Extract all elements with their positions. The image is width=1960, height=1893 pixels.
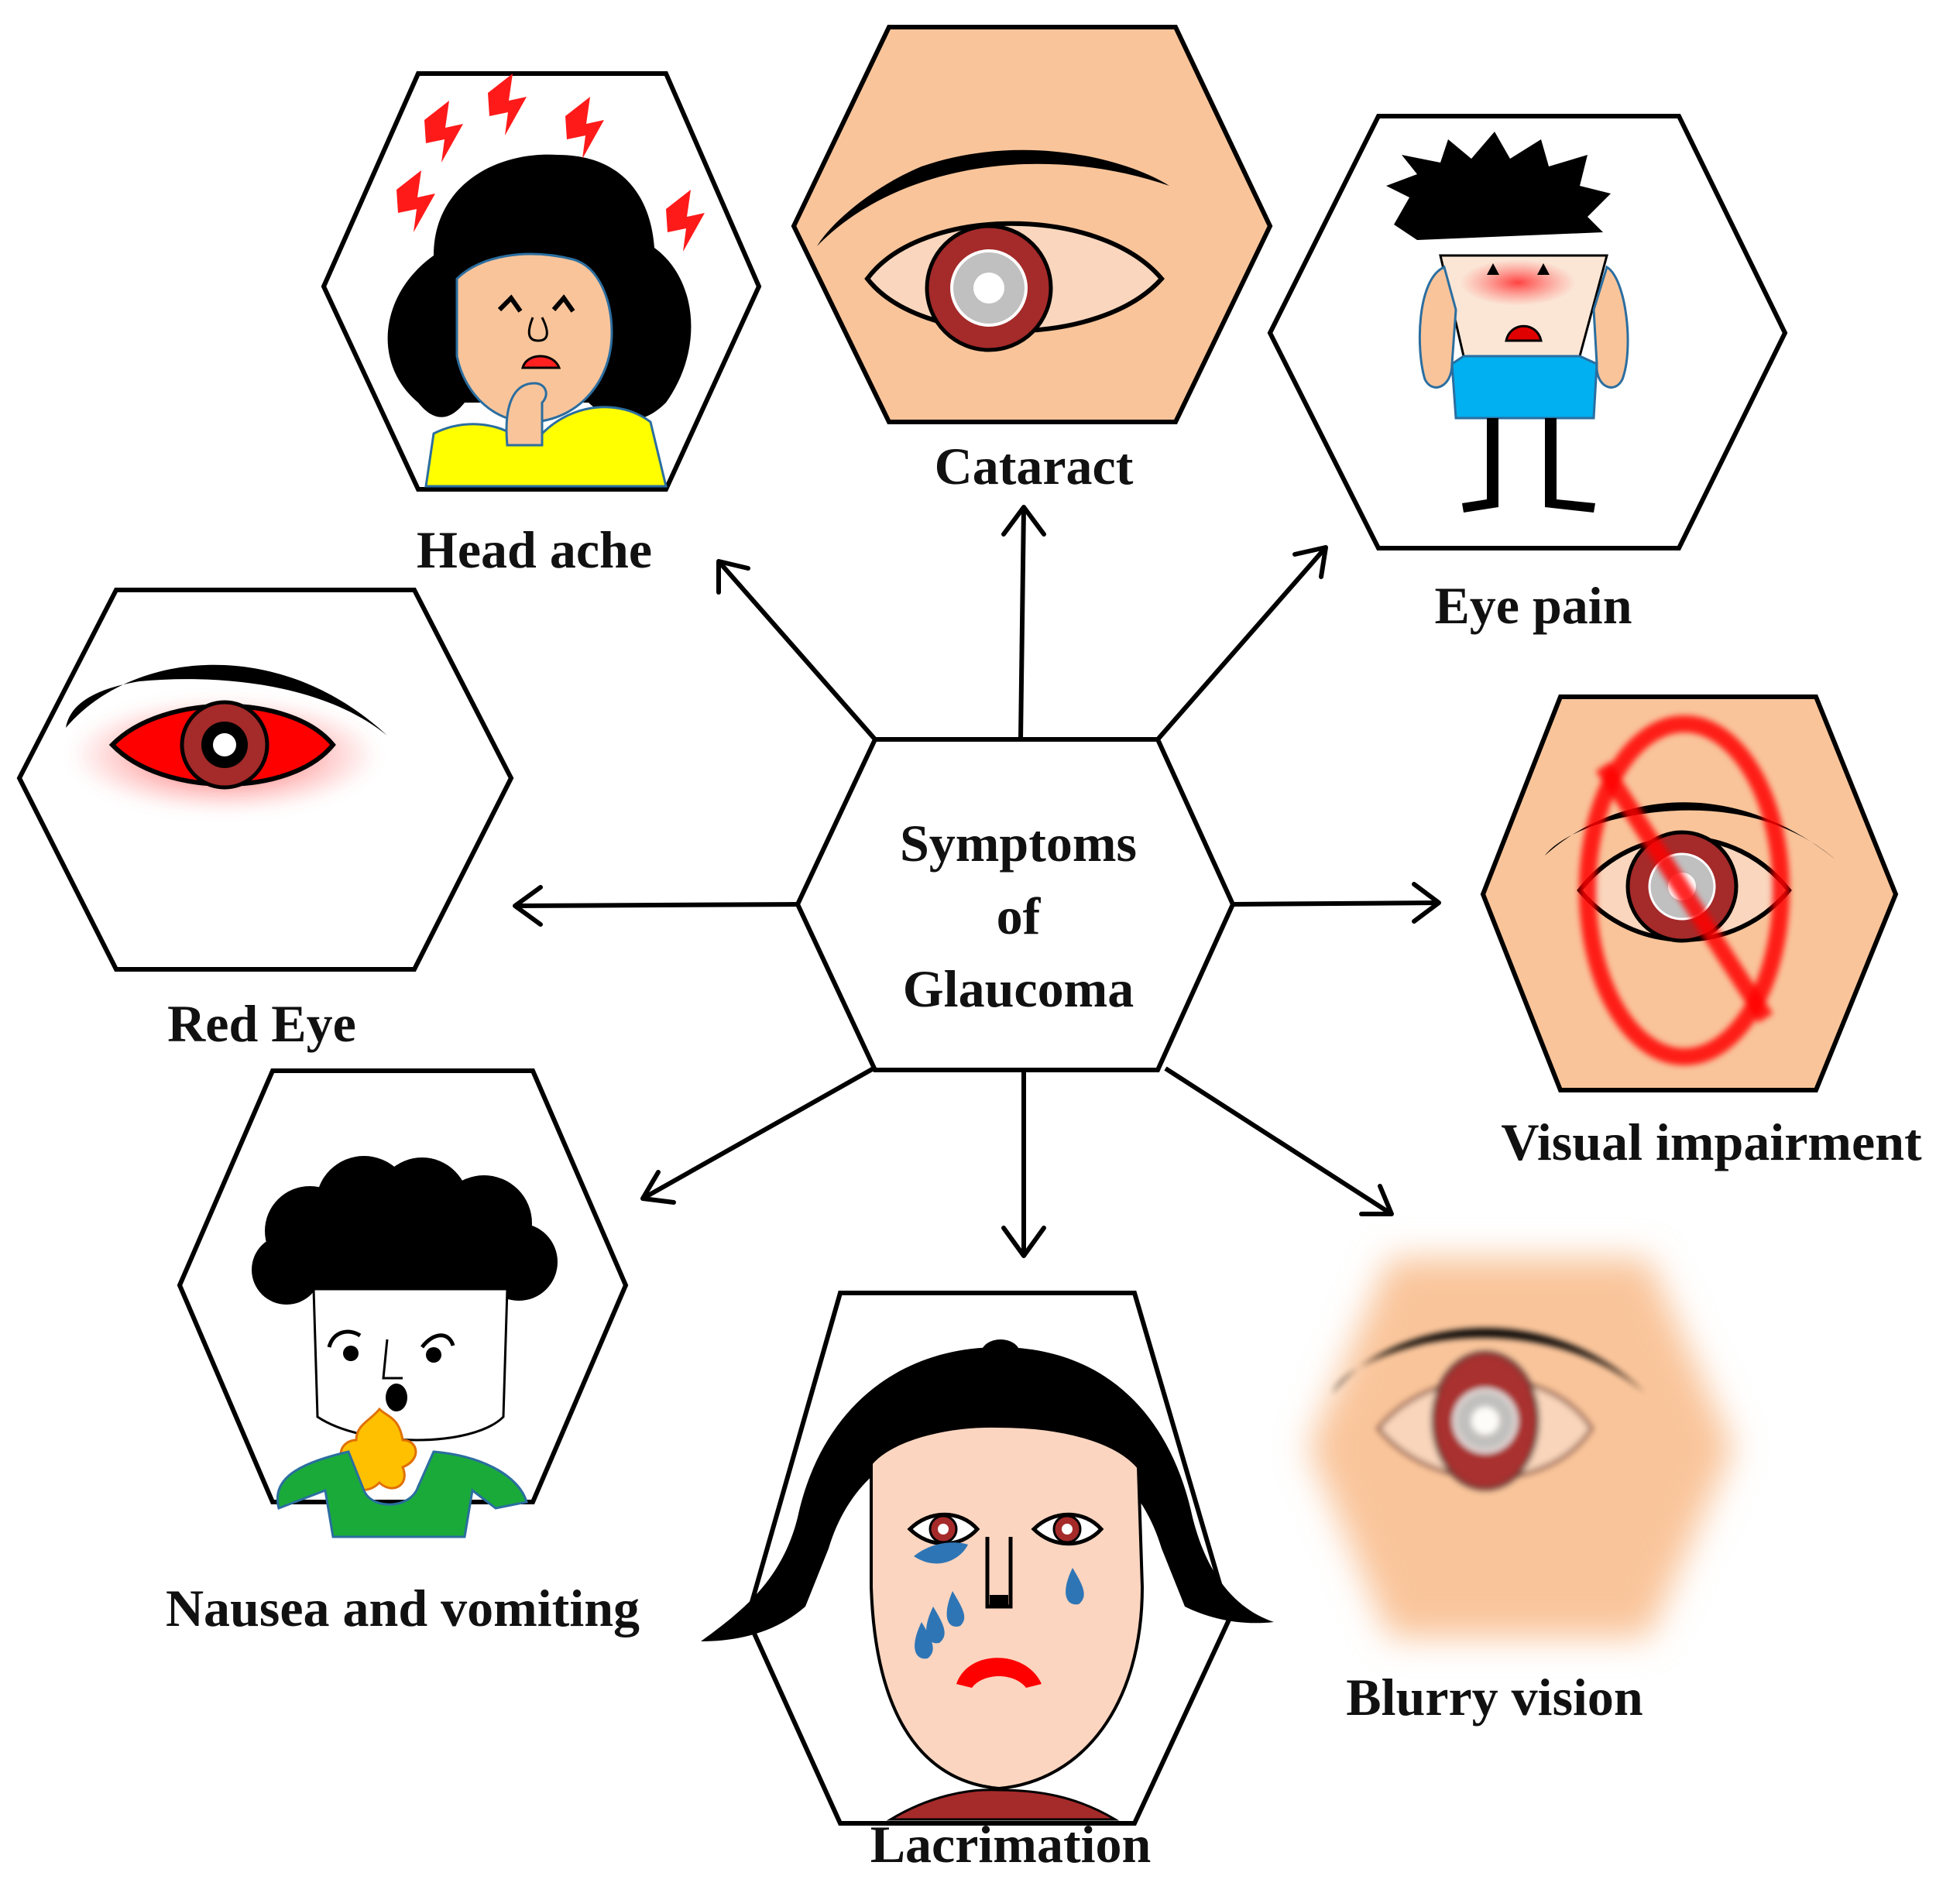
node-red-eye: Red Eye [16, 588, 514, 1053]
arrow-red-eye [513, 885, 798, 927]
arrow-head-ache [716, 559, 877, 741]
node-nausea: Nausea and vomiting [166, 1068, 640, 1638]
center-line-1: Symptoms [900, 814, 1137, 873]
label-head-ache: Head ache [417, 520, 652, 579]
tear-drops [914, 1542, 1084, 1659]
node-visual-impairment: Visual impairment [1480, 694, 1922, 1171]
prohibition-sign [1579, 715, 1790, 1065]
arrow-eye-pain [1155, 545, 1328, 741]
crossed-eye-icon [1545, 715, 1835, 1065]
tearful-eyes [907, 1512, 1104, 1546]
crying-woman-icon [701, 1339, 1274, 1821]
label-red-eye: Red Eye [167, 994, 356, 1053]
node-cataract: Cataract [791, 25, 1273, 496]
pain-bolts [396, 74, 705, 252]
eye-pain-boy-icon [1386, 132, 1629, 513]
vomiting-boy-icon [252, 1156, 558, 1538]
arrow-nausea [640, 1066, 875, 1205]
center-node: Symptoms of Glaucoma [795, 737, 1236, 1072]
arrow-lacrimation [1001, 1070, 1046, 1258]
label-visual-impairment: Visual impairment [1501, 1113, 1922, 1171]
headache-girl-icon [387, 74, 705, 488]
arrow-visual-impairment [1232, 882, 1441, 924]
label-lacrimation: Lacrimation [870, 1815, 1152, 1874]
node-blurry-vision: Blurry vision [1309, 1258, 1733, 1727]
label-nausea: Nausea and vomiting [166, 1579, 640, 1638]
arrow-blurry-vision [1164, 1066, 1394, 1216]
connector-arrows [513, 505, 1441, 1258]
cataract-eye-icon [817, 149, 1169, 352]
center-line-2: of [997, 886, 1042, 945]
red-eye-icon [66, 664, 387, 813]
label-cataract: Cataract [935, 437, 1134, 496]
arrow-cataract [1001, 505, 1046, 740]
node-eye-pain: Eye pain [1267, 114, 1788, 635]
node-lacrimation: Lacrimation [701, 1291, 1274, 1874]
center-line-3: Glaucoma [903, 959, 1134, 1018]
label-eye-pain: Eye pain [1434, 576, 1632, 635]
label-blurry-vision: Blurry vision [1346, 1668, 1643, 1727]
blurry-eye-icon [1332, 1328, 1646, 1490]
node-head-ache: Head ache [321, 71, 762, 579]
